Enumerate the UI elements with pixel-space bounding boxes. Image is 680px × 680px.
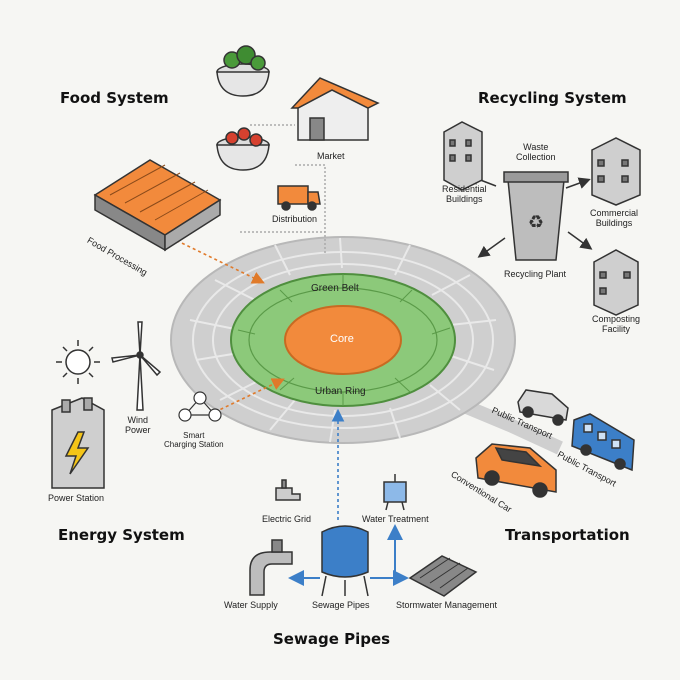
composting-facility-label: Composting Facility (592, 314, 641, 334)
wind-turbine-icon (111, 321, 162, 411)
heading-energy-system: Energy System (58, 526, 185, 544)
bus-icon (571, 413, 635, 472)
water-tank-icon (321, 525, 369, 597)
heading-recycling-system: Recycling System (478, 89, 627, 107)
smart-charging-icon (178, 391, 222, 422)
bowl-greens-icon (216, 45, 270, 97)
wind-power-label: Wind Power (125, 415, 151, 435)
smart-charging-label: Smart Charging Station (164, 431, 224, 449)
bowl-tomatoes-icon (216, 127, 270, 171)
composting-facility-icon (593, 249, 639, 316)
market-link (295, 164, 326, 232)
storm-drain-icon (408, 555, 478, 597)
heading-transportation: Transportation (505, 526, 630, 544)
small-car-icon (517, 389, 569, 426)
distribution-label: Distribution (272, 214, 318, 224)
core-label: Core (330, 333, 354, 345)
water-supply-label: Water Supply (224, 600, 278, 610)
delivery-truck-icon (277, 185, 321, 211)
recycling-bin-icon: ♻ (503, 171, 569, 261)
residential-buildings-label: Residential Buildings (442, 184, 487, 204)
heading-food-system: Food System (60, 89, 169, 107)
electric-grid-label: Electric Grid (262, 514, 312, 524)
green-belt-label: Green Belt (311, 283, 359, 294)
water-treatment-icon (383, 474, 407, 511)
water-treatment-label: Water Treatment (362, 514, 429, 524)
market-label: Market (317, 151, 345, 161)
commercial-buildings-label: Commercial Buildings (590, 208, 639, 228)
faucet-icon (275, 479, 301, 501)
urban-ring-label: Urban Ring (315, 386, 366, 397)
to-composting-arrow (567, 231, 593, 250)
food-processing-plant-icon (93, 159, 222, 252)
recycling-plant-label: Recycling Plant (504, 269, 567, 279)
to-commercial-arrow (565, 177, 591, 189)
city-map (170, 236, 563, 455)
stormwater-management-label: Stormwater Management (396, 600, 498, 610)
to-plant-arrow (477, 237, 506, 258)
waste-collection-label: Waste Collection (516, 142, 556, 162)
charging-arrow (214, 378, 285, 413)
conventional-car-icon (475, 443, 557, 498)
sewage-pipes-label: Sewage Pipes (312, 600, 370, 610)
heading-sewage-pipes: Sewage Pipes (273, 630, 391, 648)
water-supply-faucet-icon (249, 539, 293, 596)
residential-building-icon (443, 121, 483, 191)
power-station-label: Power Station (48, 493, 105, 503)
core (284, 305, 402, 375)
svg-text:♻: ♻ (528, 212, 544, 232)
power-station-icon (51, 397, 105, 489)
market-icon (290, 77, 380, 141)
sun-icon (56, 340, 100, 384)
commercial-building-icon (591, 137, 641, 206)
